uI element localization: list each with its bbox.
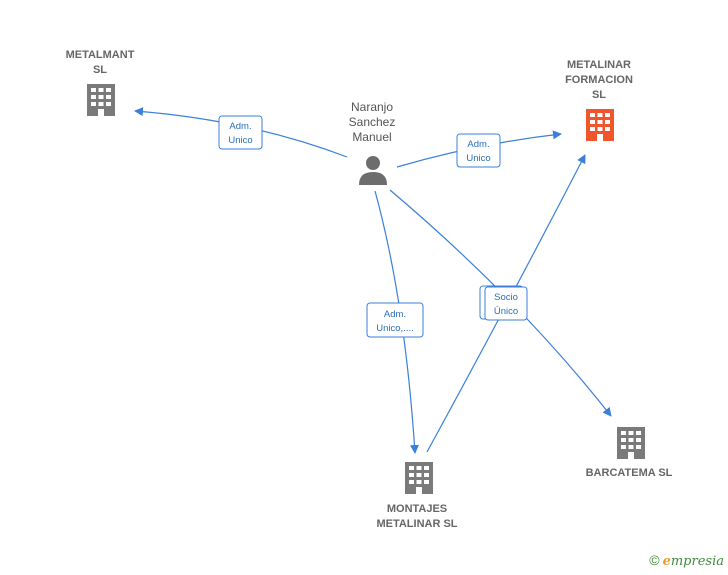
- edge-label-adm-unico-metalmant[interactable]: Adm. Unico: [218, 115, 263, 150]
- node-label: Manuel: [352, 130, 391, 144]
- edge-label-line: Unico: [228, 135, 252, 146]
- building-icon: [586, 109, 614, 141]
- node-label: SL: [93, 64, 107, 76]
- node-metalmant[interactable]: METALMANT SL: [66, 49, 135, 116]
- node-label: Naranjo: [351, 100, 393, 114]
- node-person[interactable]: Naranjo Sanchez Manuel: [349, 100, 396, 185]
- edge-label-adm-unico-montajes[interactable]: Adm. Unico,....: [366, 302, 424, 338]
- edge-label-line: Único: [494, 306, 518, 317]
- node-metalinar-formacion[interactable]: METALINAR FORMACION SL: [565, 59, 633, 141]
- node-barcatema[interactable]: BARCATEMA SL: [586, 427, 673, 479]
- node-label: Sanchez: [349, 115, 396, 129]
- building-icon: [617, 427, 645, 459]
- edge-label-line: Adm.: [384, 309, 406, 320]
- building-icon: [405, 462, 433, 494]
- building-icon: [87, 84, 115, 116]
- node-label: METALMANT: [66, 49, 135, 61]
- brand-logo-initial: e: [662, 554, 671, 569]
- node-label: FORMACION: [565, 74, 633, 86]
- edge-label-line: Unico,....: [376, 323, 414, 334]
- edge-label-line: Adm.: [467, 139, 489, 150]
- edge-label-socio-unico[interactable]: Socio Único: [484, 286, 528, 321]
- brand-logo-text: mpresia: [670, 554, 724, 569]
- edge-label-line: Adm.: [229, 121, 251, 132]
- footer-brand: ©empresia: [649, 552, 724, 569]
- edge-label-line: Unico: [466, 153, 490, 164]
- node-label: METALINAR: [567, 59, 631, 71]
- person-icon: [359, 156, 387, 185]
- node-label: SL: [592, 89, 606, 101]
- node-label: BARCATEMA SL: [586, 467, 673, 479]
- node-label: MONTAJES: [387, 503, 447, 515]
- edge-label-line: Socio: [494, 292, 518, 303]
- copyright-icon: ©: [649, 552, 660, 568]
- node-montajes[interactable]: MONTAJES METALINAR SL: [376, 462, 458, 530]
- edge-label-adm-unico-metalinar-formacion[interactable]: Adm. Unico: [456, 133, 501, 168]
- node-label: METALINAR SL: [376, 518, 457, 530]
